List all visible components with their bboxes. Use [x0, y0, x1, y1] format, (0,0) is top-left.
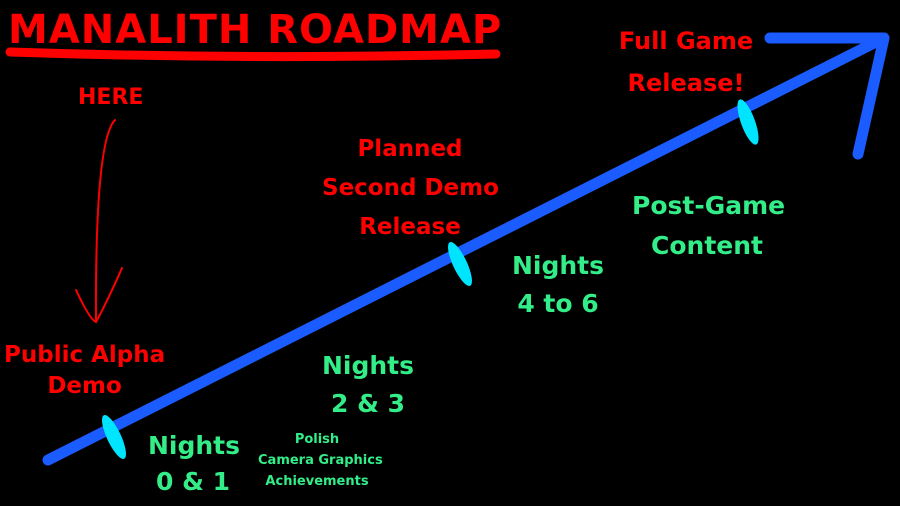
milestone-label-line: Release!	[627, 69, 745, 97]
phase-label-line: 0 & 1	[156, 467, 230, 497]
phase-label-line: Nights	[148, 431, 241, 460]
milestone-second-demo: Planned Second Demo Release	[322, 130, 499, 247]
milestone-tick-full-release	[737, 99, 759, 145]
phase-nights-4-6: Nights 4 to 6	[512, 247, 604, 322]
phase-nights-2-3: Nights 2 & 3	[322, 347, 414, 422]
phase-label-line: 2 & 3	[331, 388, 405, 418]
extras-list: Polish Camera Graphics Achievements	[258, 430, 383, 492]
extras-item: Polish	[294, 432, 340, 447]
here-label: HERE	[78, 85, 144, 110]
milestone-label-line: Public Alpha	[4, 342, 166, 368]
milestone-label-line: Planned	[357, 136, 463, 162]
title-underline	[5, 47, 501, 62]
milestone-label-line: Demo	[47, 373, 122, 400]
phase-label-line: Nights	[512, 251, 605, 280]
here-pointer-arrow	[75, 119, 123, 324]
phase-label-line: 4 to 6	[517, 288, 599, 318]
milestone-label-line: Full Game	[618, 27, 754, 55]
extras-item: Camera Graphics	[258, 452, 383, 468]
milestone-tick-second-demo	[448, 242, 472, 286]
extras-item: Achievements	[265, 473, 369, 489]
milestone-public-alpha: Public Alpha Demo	[4, 340, 165, 402]
phase-label-line: Nights	[322, 351, 415, 380]
milestone-tick-alpha	[102, 415, 126, 459]
phase-label-line: Content	[651, 231, 763, 260]
milestone-label-line: Release	[359, 214, 461, 241]
timeline-arrow-head	[764, 32, 890, 160]
milestone-label-line: Second Demo	[322, 175, 499, 202]
page-title: MANALITH ROADMAP	[8, 7, 503, 53]
phase-post-game: Post-Game Content	[632, 186, 786, 266]
phase-label-line: Post-Game	[632, 191, 786, 220]
milestone-full-release: Full Game Release!	[612, 20, 760, 104]
phase-nights-0-1: Nights 0 & 1	[148, 428, 241, 501]
